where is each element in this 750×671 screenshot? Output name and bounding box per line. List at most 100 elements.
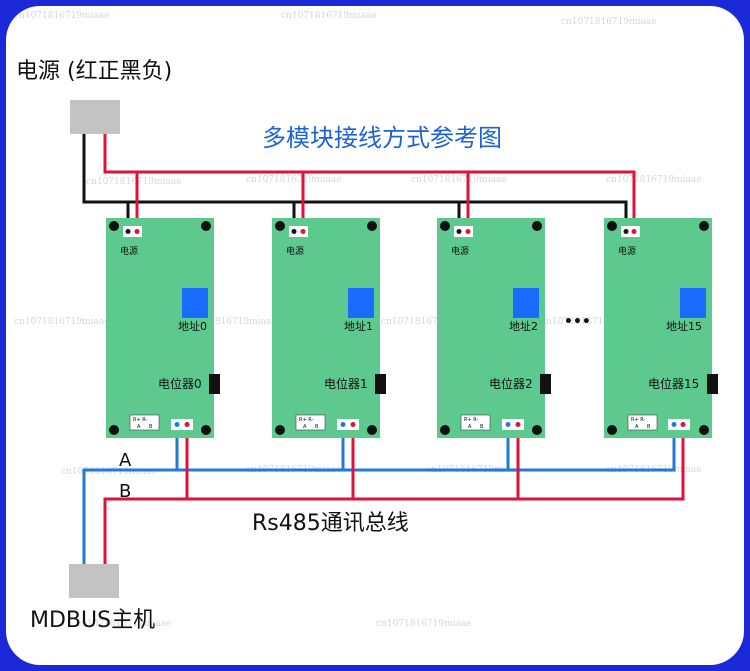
pin [291,229,297,234]
wiring-diagram: cn1071816719miaae cn1071816719miaae cn10… [14,11,718,633]
potentiometer [375,374,386,394]
rs485-bus-wires [82,426,685,564]
watermark: cn1071816719miaae [181,317,277,327]
mount-hole [367,425,377,435]
power-supply-box [70,100,120,134]
pin [505,422,511,427]
address-switch [513,288,539,318]
address-label: 地址0 [178,319,207,333]
potentiometer [707,374,718,394]
bus-terminal [460,414,491,431]
mount-hole [201,425,211,435]
bus-b-label: B [119,481,131,502]
power-connector [289,226,308,237]
mount-hole [201,221,211,231]
watermark: cn1071816719miaae [561,17,657,27]
potentiometer [540,374,551,394]
terminal-label: R+ R- [464,417,479,423]
bus-connector [337,419,359,430]
board [604,218,712,438]
mount-hole [699,221,709,231]
pin [125,229,131,234]
mount-hole [109,425,119,435]
pin [456,229,462,234]
mount-hole [607,425,617,435]
mount-hole [607,221,617,231]
power-label: 电源 [451,245,469,257]
bus-terminal [627,414,658,431]
address-switch [348,288,374,318]
red-power-wire [103,134,636,234]
pin [134,229,140,234]
mount-hole [275,425,285,435]
bus-b-wire [103,426,685,564]
module-board-15: 电源 地址15 电位器15 R+ R- A B [604,218,718,438]
pin [671,422,677,427]
terminal-b: B [480,424,484,430]
watermark: cn1071816719miaae [381,317,477,327]
bus-a-label: A [119,450,132,471]
pin [300,229,306,234]
module-ellipsis: ••• [564,314,591,330]
terminal-a: A [303,424,307,430]
diagram-frame: cn1071816719miaae cn1071816719miaae cn10… [6,6,744,665]
module-board-0: 电源 地址0 电位器0 R+ R- A B [106,218,220,438]
watermark: cn1071816719miaae [281,11,377,21]
pin [340,422,346,427]
pin [680,422,686,427]
power-connector [621,226,640,237]
bus-a-wire [82,426,676,564]
bus-terminal [295,414,326,431]
board [272,218,380,438]
pin [184,422,190,427]
board [106,218,214,438]
power-label: 电源 [618,245,636,257]
bus-connector [171,419,193,430]
watermark: cn1071816719miaae [411,175,507,185]
terminal-a: A [468,424,472,430]
address-switch [680,288,706,318]
potentiometer-label: 电位器15 [648,376,699,391]
watermark: cn1071816719miaae [61,467,157,477]
address-label: 地址15 [666,319,702,333]
board [437,218,545,438]
mount-hole [440,221,450,231]
pin [350,422,356,427]
bus-connector [668,419,690,430]
module-board-2: 电源 地址2 电位器2 R+ R- A B [437,218,551,438]
watermark: cn1071816719miaae [86,177,182,187]
potentiometer-label: 电位器1 [324,376,368,391]
terminal-a: A [137,424,141,430]
bus-connector [502,419,524,430]
watermark: cn1071816719miaae [14,317,110,327]
rs485-bus-label: Rs485通讯总线 [252,511,409,536]
terminal-a: A [635,424,639,430]
host-label: MDBUS主机 [30,608,155,633]
address-label: 地址2 [509,319,538,333]
watermark: cn1071816719miaae [606,175,702,185]
terminal-label: R+ R- [133,417,148,423]
power-connector [123,226,142,237]
watermark: cn1071816719miaae [541,317,637,327]
bus-terminal [129,414,160,431]
address-switch [182,288,208,318]
power-label: 电源 [120,245,138,257]
terminal-b: B [315,424,319,430]
potentiometer-label: 电位器2 [489,376,533,391]
module-board-1: 电源 地址1 电位器1 R+ R- A B [272,218,386,438]
potentiometer-label: 电位器0 [158,376,202,391]
mount-hole [532,425,542,435]
watermark: cn1071816719miaae [76,619,172,629]
mount-hole [275,221,285,231]
watermark: cn1071816719miaae [376,619,472,629]
mount-hole [532,221,542,231]
mount-hole [109,221,119,231]
watermark: cn1071816719miaae [14,11,110,21]
terminal-label: R+ R- [631,417,646,423]
terminal-b: B [647,424,651,430]
terminal-b: B [149,424,153,430]
pin [515,422,521,427]
mount-hole [699,425,709,435]
pin [631,229,637,234]
pin [623,229,629,234]
